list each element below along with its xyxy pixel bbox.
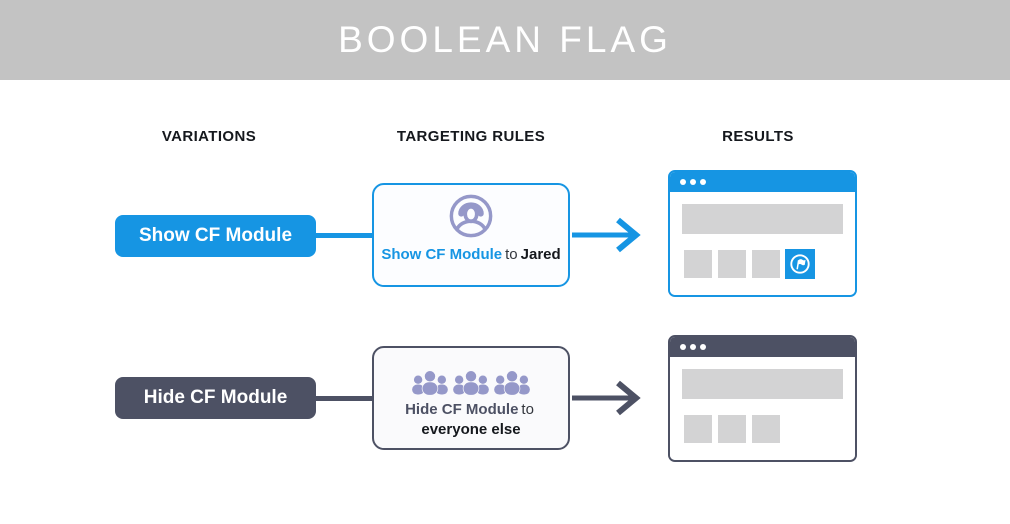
column-label-variations: VARIATIONS [161, 128, 257, 145]
page-title: BOOLEAN FLAG [338, 19, 672, 60]
variation-pill-label: Hide CF Module [143, 387, 288, 408]
variation-pill-show-cf-module: Show CF Module [115, 215, 316, 257]
placeholder-block [718, 415, 746, 443]
placeholder-block [752, 415, 780, 443]
placeholder-banner [682, 204, 843, 234]
rule-flag-name: Show CF Module [381, 246, 503, 263]
variation-pill-label: Show CF Module [138, 225, 293, 246]
result-browser-window-show [668, 170, 857, 297]
rule-audience: Jared [520, 246, 561, 263]
window-control-dot [690, 344, 696, 350]
result-browser-window-hide [668, 335, 857, 462]
placeholder-block [718, 250, 746, 278]
placeholder-block [752, 250, 780, 278]
crowd-icon [409, 356, 533, 398]
browser-titlebar [670, 337, 855, 357]
window-control-dot [680, 344, 686, 350]
rule-audience: everyone else [421, 421, 521, 438]
arrow-right-icon [572, 217, 641, 253]
window-control-dot [690, 179, 696, 185]
browser-content [670, 192, 855, 295]
rule-flag-name: Hide CF Module [405, 401, 519, 418]
placeholder-block [684, 415, 712, 443]
variation-pill-hide-cf-module: Hide CF Module [115, 377, 316, 419]
header-bar: BOOLEAN FLAG [0, 0, 1010, 80]
browser-content [670, 357, 855, 460]
connector-line [314, 233, 372, 238]
rule-connector-word: to [521, 401, 534, 418]
browser-titlebar [670, 172, 855, 192]
placeholder-banner [682, 369, 843, 399]
user-circle-icon [448, 193, 494, 239]
window-control-dot [700, 179, 706, 185]
cf-module-tile [785, 249, 815, 279]
column-label-results: RESULTS [722, 128, 794, 145]
window-control-dot [700, 344, 706, 350]
rule-connector-word: to [505, 246, 518, 263]
feature-flag-icon [790, 254, 810, 274]
window-control-dot [680, 179, 686, 185]
column-label-targeting-rules: TARGETING RULES [396, 128, 546, 145]
placeholder-block [684, 250, 712, 278]
arrow-right-icon [572, 380, 641, 416]
connector-line [314, 396, 372, 401]
